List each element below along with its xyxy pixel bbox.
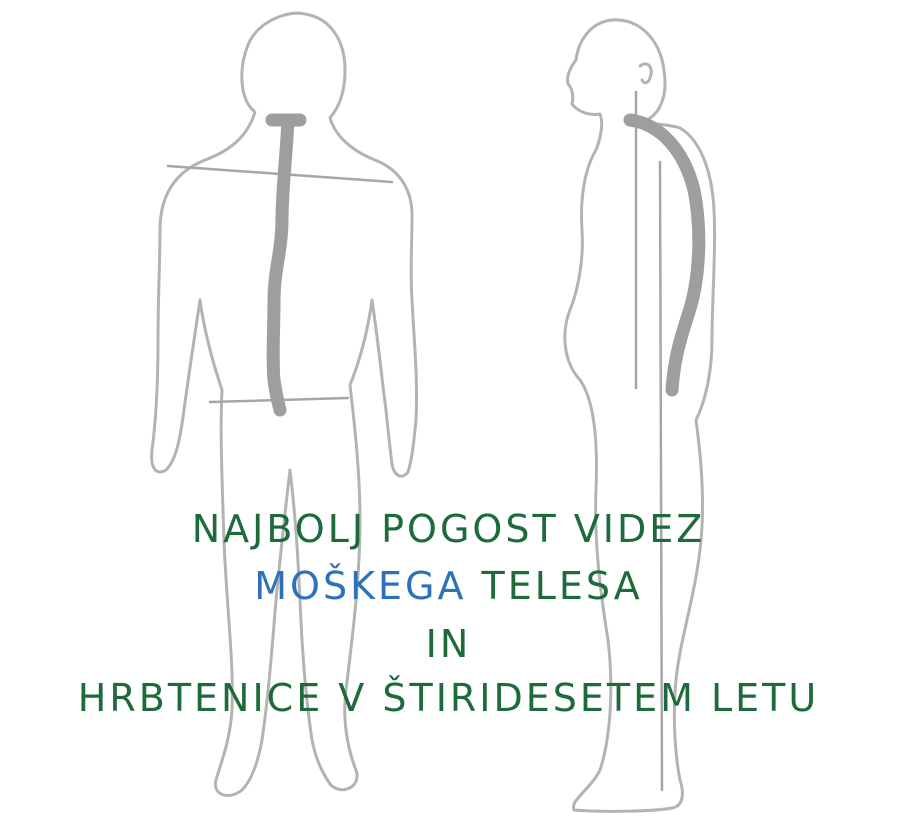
back-view-spine (272, 120, 300, 410)
caption-line-4: HRBTENICE V ŠTIRIDESETEM LETU (0, 672, 897, 724)
caption-line-3: IN (0, 618, 897, 670)
caption-highlight-word: MOŠKEGA (254, 564, 466, 608)
ear-shape (640, 64, 651, 83)
caption-line-1: NAJBOLJ POGOST VIDEZ (0, 503, 897, 555)
caption-line-2-rest: TELESA (466, 564, 642, 608)
side-view-spine (630, 120, 699, 390)
caption-line-2: MOŠKEGA TELESA (0, 560, 897, 612)
